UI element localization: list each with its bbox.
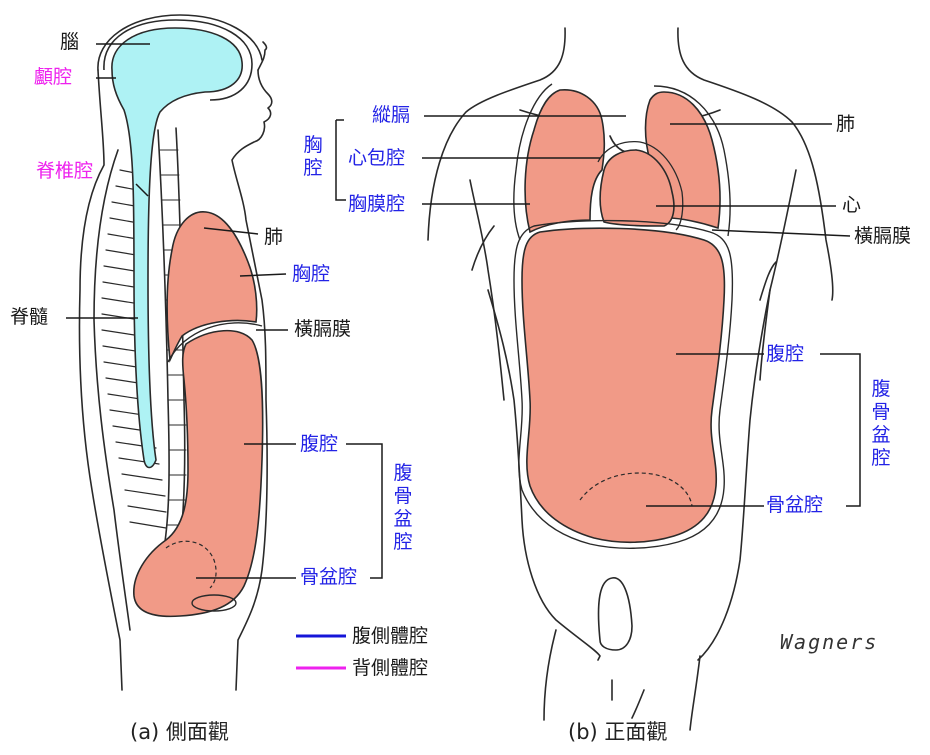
label-side-lung: 肺 (264, 226, 283, 248)
signature: Wagners (780, 630, 878, 654)
caption-front-view: (b) 正面觀 (568, 716, 667, 746)
label-front-diaphragm: 橫膈膜 (854, 225, 911, 247)
label-front-thoracic-group: 胸腔 (302, 134, 324, 180)
label-front-abdominopelvic-cavity: 腹骨盆腔 (870, 378, 892, 470)
label-front-mediastinum: 縱膈 (372, 104, 410, 126)
label-front-lung: 肺 (836, 113, 855, 135)
label-front-pelvic-cavity: 骨盆腔 (766, 494, 823, 516)
label-side-abdominopelvic-cavity: 腹骨盆腔 (392, 462, 414, 554)
caption-side-view: (a) 側面觀 (130, 716, 229, 746)
label-side-spinal-cord: 脊髓 (10, 306, 48, 328)
legend-ventral-label: 腹側體腔 (352, 625, 428, 647)
label-side-vertebral-cavity: 脊椎腔 (36, 160, 93, 182)
label-front-pericardial-cavity: 心包腔 (348, 147, 405, 169)
side-abdominopelvic-cavity (134, 331, 263, 617)
front-abdominopelvic-cavity (522, 228, 724, 542)
label-side-pelvic-cavity: 骨盆腔 (300, 566, 357, 588)
legend-dorsal-label: 背側體腔 (352, 657, 428, 679)
label-side-diaphragm: 橫膈膜 (294, 318, 351, 340)
label-side-cranial-cavity: 顱腔 (34, 66, 72, 88)
front-pleural-cavity-left (525, 90, 604, 232)
side-body-outline (258, 42, 266, 70)
label-side-thoracic-cavity: 胸腔 (292, 263, 330, 285)
label-front-pleural-cavity: 胸膜腔 (348, 193, 405, 215)
label-side-brain: 腦 (60, 31, 79, 53)
label-side-abdominal-cavity: 腹腔 (300, 433, 338, 455)
label-front-heart: 心 (842, 194, 861, 216)
label-front-abdominal-cavity: 腹腔 (766, 343, 804, 365)
